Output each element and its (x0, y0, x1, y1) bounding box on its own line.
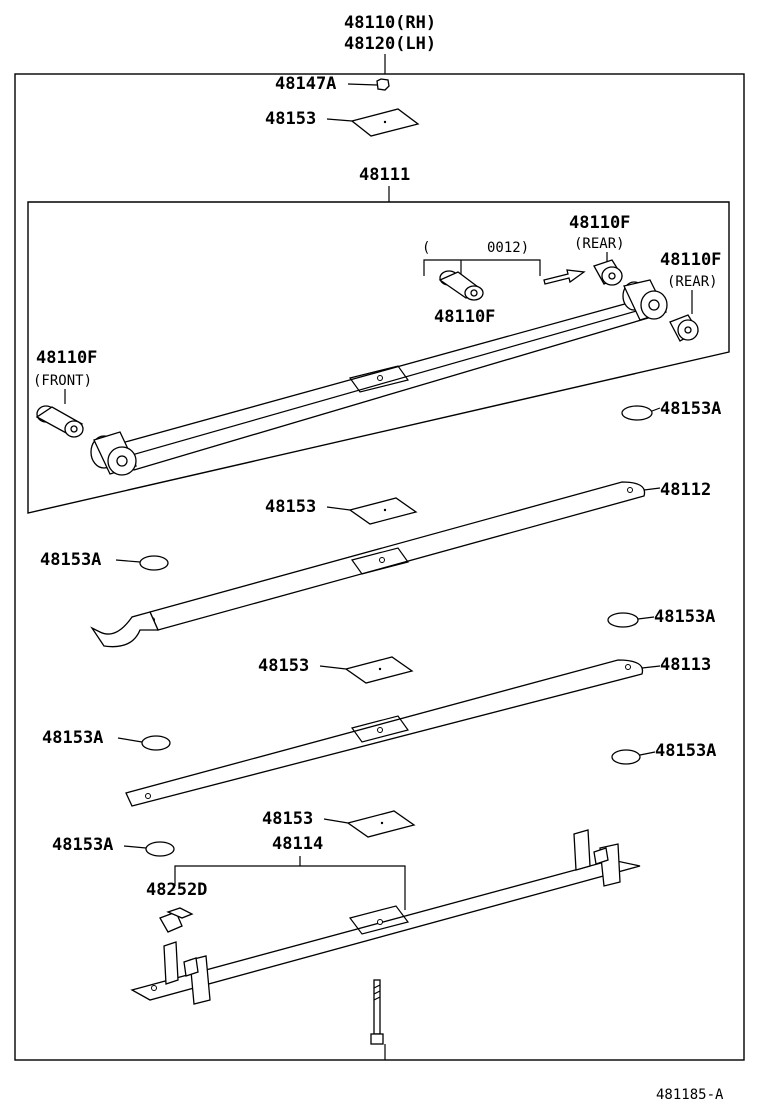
arrow-icon (543, 269, 586, 285)
label-rear-2: (REAR) (667, 274, 718, 290)
label-48153a-2: 48153A (40, 550, 101, 570)
label-48110f-mid: 48110F (434, 307, 495, 327)
bushing-48110f-front (35, 405, 84, 438)
figure-code: 481185-A (656, 1087, 724, 1103)
bushing-48110f-rear-2 (669, 314, 699, 342)
clip-48252d (159, 907, 194, 933)
nut-48147a (376, 78, 390, 91)
label-48110f-rear-1: 48110F (569, 213, 630, 233)
pad-48153a-3 (607, 612, 639, 628)
pad-48153a-2 (139, 555, 169, 571)
leaf-48114 (130, 829, 641, 1005)
label-front: (FRONT) (33, 373, 92, 389)
label-48110-rh: 48110(RH) (344, 13, 436, 33)
label-48252d: 48252D (146, 880, 207, 900)
label-48153-1: 48153 (265, 109, 316, 129)
label-48153-3: 48153 (258, 656, 309, 676)
inner-frame-48111 (27, 201, 730, 514)
label-48120-lh: 48120(LH) (344, 34, 436, 54)
label-48112: 48112 (660, 480, 711, 500)
pad-48153a-5 (611, 749, 641, 765)
label-48113: 48113 (660, 655, 711, 675)
leaf-48111 (90, 279, 668, 476)
label-bracket-open: ( (422, 240, 430, 256)
pad-48153-4 (346, 810, 416, 838)
label-48114: 48114 (272, 834, 323, 854)
label-48153a-4: 48153A (42, 728, 103, 748)
outer-frame (14, 73, 745, 1061)
center-bolt (370, 979, 384, 1045)
pad-48153a-4 (141, 735, 171, 751)
pad-48153a-1 (621, 405, 653, 421)
label-48153-4: 48153 (262, 809, 313, 829)
label-48111: 48111 (359, 165, 410, 185)
leaf-48112 (90, 481, 646, 648)
bracket-line (423, 259, 541, 276)
pad-48153-3 (344, 656, 414, 684)
bushing-48110f-rear-1 (593, 259, 623, 286)
leader-48147a (347, 83, 378, 86)
label-48147a: 48147A (275, 74, 336, 94)
leader-48153-1 (326, 118, 353, 122)
label-bracket-code: 0012) (487, 240, 529, 256)
label-48153a-5: 48153A (655, 741, 716, 761)
label-rear-1: (REAR) (574, 236, 625, 252)
label-48153a-3: 48153A (654, 607, 715, 627)
label-48153a-6: 48153A (52, 835, 113, 855)
label-48153-2: 48153 (265, 497, 316, 517)
pad-48153-2 (348, 497, 418, 525)
bushing-48110f-mid (438, 270, 484, 301)
leaf-48113 (125, 659, 644, 807)
label-48153a-1: 48153A (660, 399, 721, 419)
pad-48153a-6 (145, 841, 175, 857)
label-48110f-rear-2: 48110F (660, 250, 721, 270)
label-48110f-front: 48110F (36, 348, 97, 368)
